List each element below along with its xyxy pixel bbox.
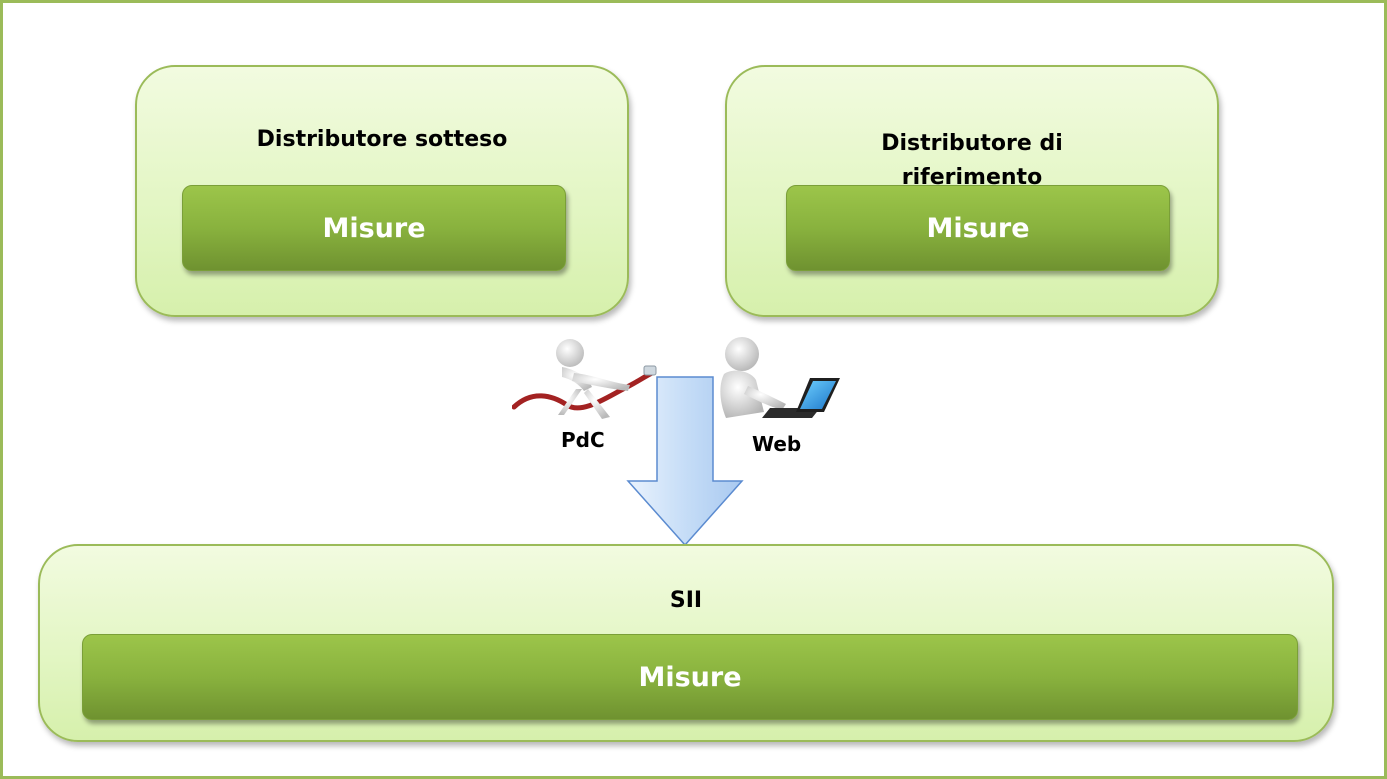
misure-box-right: Misure [786, 185, 1170, 271]
distributore-sotteso-box: Distributore sotteso Misure [135, 65, 629, 317]
down-arrow-icon [622, 375, 748, 551]
misure-box-left: Misure [182, 185, 566, 271]
distributore-riferimento-title-line1: Distributore di [881, 131, 1063, 156]
pdc-person-icon [511, 335, 662, 425]
distributore-riferimento-box: Distributore di riferimento Misure [725, 65, 1219, 317]
misure-box-sii: Misure [82, 634, 1298, 720]
web-person-laptop-icon [712, 334, 847, 429]
web-label: Web [752, 432, 802, 456]
distributore-sotteso-title: Distributore sotteso [256, 127, 508, 152]
sii-box: SII Misure [38, 544, 1334, 742]
sii-title: SII [669, 588, 703, 613]
pdc-label: PdC [561, 428, 605, 452]
